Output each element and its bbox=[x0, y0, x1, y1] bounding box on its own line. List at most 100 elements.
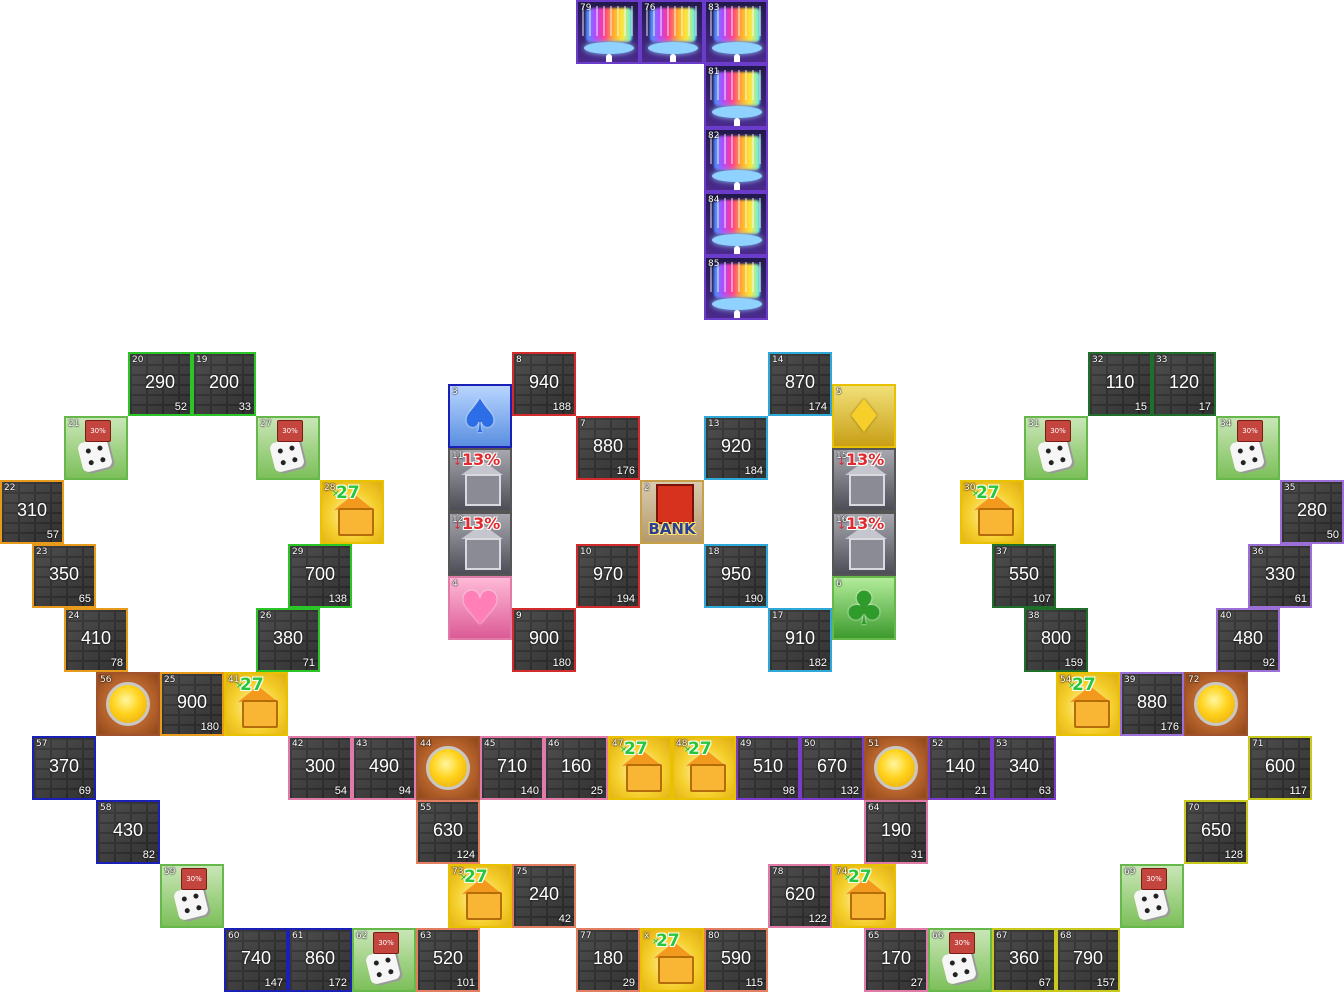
tax-tile[interactable]: 16↓13% bbox=[832, 512, 896, 576]
tile-index: 74 bbox=[836, 867, 848, 877]
star-stage-tile[interactable]: 83 bbox=[704, 0, 768, 64]
tax-tile[interactable]: 15↓13% bbox=[832, 448, 896, 512]
tile-index: 56 bbox=[100, 675, 112, 685]
property-toll: 98 bbox=[782, 785, 795, 797]
tile-index: 60 bbox=[228, 931, 240, 941]
tile-index: 40 bbox=[1220, 611, 1232, 621]
gold-house-tile[interactable]: x×27 bbox=[640, 928, 704, 992]
spade-suit-tile[interactable]: 3♠ bbox=[448, 384, 512, 448]
property-price: 350 bbox=[48, 564, 80, 584]
heart-suit-tile[interactable]: 4♥ bbox=[448, 576, 512, 640]
property-price: 480 bbox=[1232, 628, 1264, 648]
star-stage-tile[interactable]: 84 bbox=[704, 192, 768, 256]
gold-house-tile[interactable]: 73×27 bbox=[448, 864, 512, 928]
tile-index: 65 bbox=[868, 931, 880, 941]
gold-house-tile[interactable]: 28×27 bbox=[320, 480, 384, 544]
property-toll: 124 bbox=[456, 849, 475, 861]
gold-coin-tile[interactable]: 56 bbox=[96, 672, 160, 736]
star-stage-tile[interactable]: 85 bbox=[704, 256, 768, 320]
gold-house-tile[interactable]: 30×27 bbox=[960, 480, 1024, 544]
star-stage-tile[interactable]: 82 bbox=[704, 128, 768, 192]
gold-coin-tile[interactable]: 51 bbox=[864, 736, 928, 800]
gold-coin-tile[interactable]: 44 bbox=[416, 736, 480, 800]
tile-index: 77 bbox=[580, 931, 592, 941]
gold-coin-tile[interactable]: 72 bbox=[1184, 672, 1248, 736]
diamond-suit-tile[interactable]: 5♦ bbox=[832, 384, 896, 448]
property-toll: 182 bbox=[808, 657, 827, 669]
club-suit-tile[interactable]: 6♣ bbox=[832, 576, 896, 640]
tax-tile[interactable]: 12↓13% bbox=[448, 512, 512, 576]
gold-house-tile[interactable]: 47×27 bbox=[608, 736, 672, 800]
dice-icon bbox=[1132, 884, 1170, 922]
gold-house-tile[interactable]: 48×27 bbox=[672, 736, 736, 800]
gold-house-tile[interactable]: 41×27 bbox=[224, 672, 288, 736]
tax-tile[interactable]: 11↓13% bbox=[448, 448, 512, 512]
star-stage-tile[interactable]: 79 bbox=[576, 0, 640, 64]
house-icon bbox=[978, 508, 1014, 536]
gold-house-tile[interactable]: 74×27 bbox=[832, 864, 896, 928]
tile-index: 21 bbox=[68, 419, 80, 429]
star-stage-tile[interactable]: 81 bbox=[704, 64, 768, 128]
gold-house-tile[interactable]: 54×27 bbox=[1056, 672, 1120, 736]
spade-icon: ♠ bbox=[459, 389, 501, 443]
star-stage-tile[interactable]: 76 bbox=[640, 0, 704, 64]
